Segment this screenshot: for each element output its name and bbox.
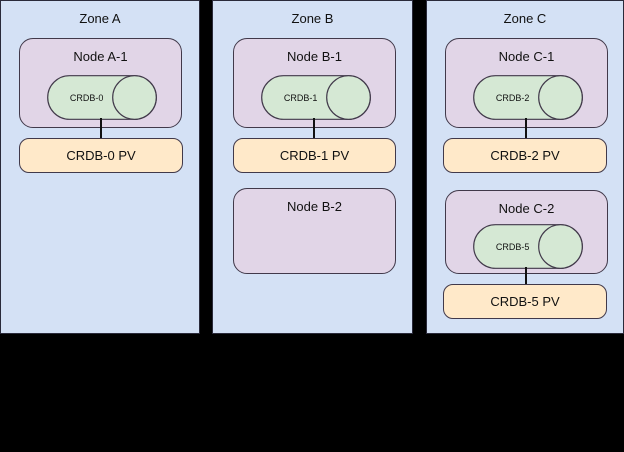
zone-b: Zone B Node B-1 CRDB-1 CRDB-1 PV Node B-… [212, 0, 413, 334]
zone-c: Zone C Node C-1 CRDB-2 CRDB-2 PV Node C-… [426, 0, 624, 334]
node-b-1-title: Node B-1 [287, 49, 342, 64]
zone-a: Zone A Node A-1 CRDB-0 CRDB-0 PV [0, 0, 200, 334]
node-c-2[interactable]: Node C-2 CRDB-5 [445, 190, 608, 274]
cylinder-crdb-0[interactable]: CRDB-0 [47, 75, 157, 120]
cylinder-crdb-5[interactable]: CRDB-5 [473, 224, 583, 269]
node-c-1[interactable]: Node C-1 CRDB-2 [445, 38, 608, 128]
node-b-1[interactable]: Node B-1 CRDB-1 [233, 38, 396, 128]
node-a-1[interactable]: Node A-1 CRDB-0 [19, 38, 182, 128]
pv-crdb-2-label: CRDB-2 PV [490, 147, 560, 163]
pv-crdb-1-label: CRDB-1 PV [279, 147, 350, 163]
connector-node-b-1-to-pv [313, 118, 315, 139]
cylinder-shape-icon [473, 75, 583, 120]
pv-crdb-1[interactable]: CRDB-1 PV [233, 138, 396, 173]
cylinder-shape-icon [47, 75, 157, 120]
node-c-1-title: Node C-1 [498, 49, 555, 64]
node-b-2[interactable]: Node B-2 [233, 188, 396, 274]
connector-node-a-1-to-pv [100, 118, 102, 139]
pv-crdb-2[interactable]: CRDB-2 PV [443, 138, 607, 173]
pv-crdb-5-label: CRDB-5 PV [490, 293, 560, 309]
node-c-2-title: Node C-2 [498, 201, 555, 216]
cylinder-shape-icon [261, 75, 371, 120]
pv-crdb-5[interactable]: CRDB-5 PV [443, 284, 607, 319]
zone-a-title: Zone A [79, 11, 121, 26]
connector-node-c-1-to-pv [525, 118, 527, 139]
node-b-2-title: Node B-2 [287, 199, 342, 214]
cylinder-crdb-2[interactable]: CRDB-2 [473, 75, 583, 120]
cylinder-crdb-1[interactable]: CRDB-1 [261, 75, 371, 120]
connector-node-c-2-to-pv [525, 267, 527, 285]
node-a-1-title: Node A-1 [73, 49, 128, 64]
pv-crdb-0[interactable]: CRDB-0 PV [19, 138, 183, 173]
zone-b-title: Zone B [291, 11, 334, 26]
cylinder-shape-icon [473, 224, 583, 269]
pv-crdb-0-label: CRDB-0 PV [66, 147, 136, 163]
zone-c-title: Zone C [503, 11, 547, 26]
